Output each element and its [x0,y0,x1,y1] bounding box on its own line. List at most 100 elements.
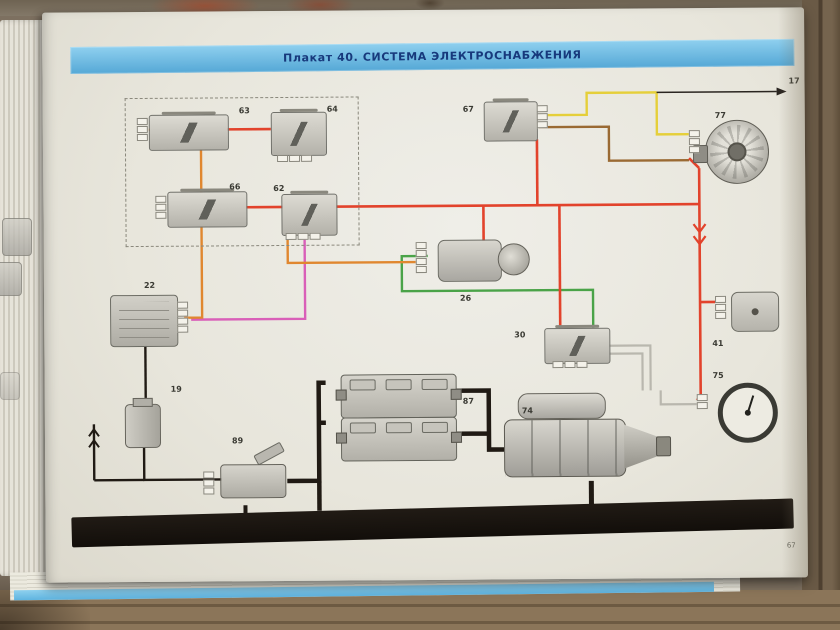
label-sensor-19: 19 [170,384,182,394]
wire-green-26-to-30 [400,254,595,328]
connector-pin [203,471,215,479]
cell-cap [421,421,448,434]
label-batteries-87: 87 [462,396,474,406]
label-relay-63: 63 [238,106,250,116]
label-relay-64: 64 [326,104,338,114]
page-number: 67 [786,541,796,550]
table-wood-right [802,0,840,630]
cell-cap [385,422,412,434]
wire-black-ground-branch [92,424,145,482]
label-alternator-77: 77 [714,110,726,120]
alternator-77 [692,119,770,185]
connector-pin [415,241,427,250]
connector-pin [155,211,167,219]
battery-terminal-positive [450,431,463,443]
label-module-41: 41 [712,338,724,348]
connector-pin [688,130,700,138]
connector-pin [155,203,167,211]
connector-pin [536,113,548,121]
connector-pin [688,138,700,146]
switch-89-pins [203,471,215,495]
battery-cell-caps [349,378,448,391]
battery-terminal-positive [450,388,462,400]
relay-30-pins [552,360,588,369]
wire-orange-62-to-26 [286,234,416,265]
wire-red-30-up [558,205,562,329]
relay-67 [483,101,538,142]
offpage-arrow-line [656,90,777,94]
connector-pin [536,105,548,113]
connector-pin [136,133,148,142]
relay-symbol [185,199,230,220]
connector-pin [297,232,309,240]
left-page-edges [0,20,50,576]
open-book: Плакат 40. СИСТЕМА ЭЛЕКТРОСНАБЖЕНИЯ [0,7,812,606]
starter-pinion [655,436,672,457]
connector-pin [177,309,189,317]
device-26-pins [415,241,427,274]
module-41-pins [715,295,727,319]
wiring-diagram: 63 64 66 62 67 77 26 22 19 89 87 30 74 7… [42,7,808,582]
connector-block-22 [109,294,179,348]
wire-black-89-to-batteries [287,380,326,484]
cell-cap [349,422,376,434]
device-26-cap [497,243,530,276]
connector-pin [715,311,727,319]
alternator-hub [727,142,747,162]
relay-symbol [294,203,325,227]
label-ammeter-75: 75 [712,370,724,380]
connector-pin [415,265,427,274]
label-relay-62: 62 [273,183,285,194]
connector-pin [309,232,321,240]
label-relay-30: 30 [514,330,526,340]
wire-gray-30-to-starter-b [600,352,644,391]
connector-pin [715,303,727,311]
connector-pin [576,360,588,368]
label-switch-89: 89 [231,436,244,446]
connector-pin [415,257,427,266]
starter-body [503,418,627,478]
wire-yellow-67-out [538,91,657,117]
connector-pin [277,154,289,163]
relay-symbol [559,336,596,356]
device-26-body [437,239,502,282]
connector-pin [688,146,701,154]
connector-pin [715,295,727,303]
battery-upper [335,373,462,419]
cell-cap [421,378,448,391]
connector-pin [177,301,189,309]
connector-pin [155,195,167,203]
connector-pin [415,249,427,258]
relay-symbol [496,110,526,133]
connector-pin [136,117,148,126]
wire-continuation-chevrons-black [88,427,100,448]
wire-continuation-chevrons-red [692,223,707,246]
battery-terminal-negative [335,432,348,444]
alternator-pins [688,130,701,154]
connector-pin [203,479,215,487]
connector-22-pins [177,301,189,333]
connector-pin [301,154,313,162]
relay-63 [148,114,229,151]
battery-cell-caps [349,421,448,434]
wire-red-right-vertical [688,157,716,402]
wood-stain [415,0,445,10]
connector-pin [536,121,548,129]
previous-page-component-peek [0,372,20,400]
wire-gray-ammeter-to-starter [659,390,697,406]
connector-pin [696,402,708,410]
cell-cap [385,379,412,391]
battery-lower [335,416,463,462]
previous-page-component-peek [0,262,22,296]
battery-terminal-negative [335,389,347,401]
diagram-page: Плакат 40. СИСТЕМА ЭЛЕКТРОСНАБЖЕНИЯ [42,7,808,583]
label-relay-66: 66 [229,182,241,192]
connector-pin [285,232,297,240]
switch-body [220,463,287,499]
connector-pin [203,487,215,495]
starter-drive-housing [624,424,658,468]
relay-67-pins [536,105,548,129]
gauge-center [744,409,751,416]
ground-switch-89 [202,441,294,509]
